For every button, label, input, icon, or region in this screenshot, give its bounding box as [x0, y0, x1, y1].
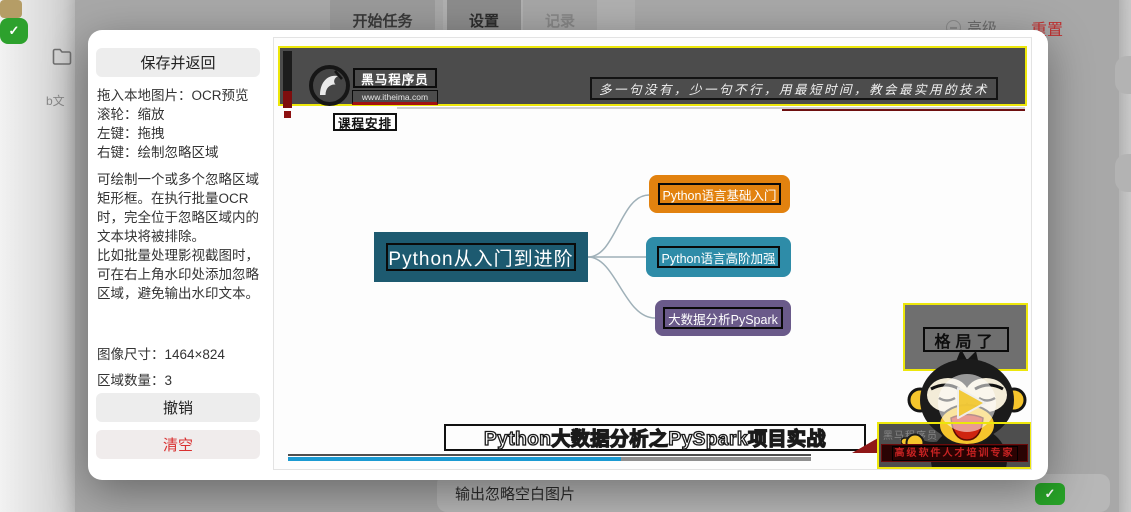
background-panel-fragment [1115, 56, 1131, 94]
hint-drag: 拖入本地图片：OCR预览 [97, 88, 249, 103]
progress-line [288, 454, 811, 456]
image-size-label: 图像尺寸： [97, 347, 165, 362]
ignore-region-description: 可绘制一个或多个忽略区域矩形框。在执行批量OCR时，完全位于忽略区域内的文本块将… [97, 172, 259, 301]
slide-accent-dot [284, 111, 291, 118]
mindmap-child-advanced-label: Python语言高阶加强 [656, 246, 781, 268]
ocr-preview-canvas[interactable]: 黑马程序员 www.itheima.com 多一句没有，少一句不行，用最短时间，… [273, 37, 1032, 470]
mindmap-child-advanced: Python语言高阶加强 [646, 237, 791, 277]
slogan-text: 多一句没有，少一句不行，用最短时间，教会最实用的技术 [590, 77, 998, 100]
sticker-text: 格局了 [923, 327, 1009, 352]
mindmap-root-node: Python从入门到进阶 [374, 232, 588, 282]
save-return-button[interactable]: 保存并返回 [96, 48, 260, 77]
red-corner-triangle [852, 438, 878, 453]
output-skip-blank-row: 输出忽略空白图片 ✓ [437, 474, 1110, 512]
hint-wheel: 滚轮：缩放 [97, 107, 165, 122]
region-count-label: 区域数量： [97, 373, 165, 388]
background-fragment [0, 0, 22, 18]
mindmap-child-pyspark-label: 大数据分析PySpark [663, 307, 783, 329]
region-count-row: 区域数量：3 [97, 369, 172, 389]
folder-icon[interactable] [52, 48, 72, 65]
header-divider [397, 107, 1025, 109]
undo-button[interactable]: 撤销 [96, 393, 260, 422]
background-panel-fragment [1115, 154, 1131, 192]
ocr-preview-modal: 保存并返回 拖入本地图片：OCR预览 滚轮：缩放 左键：拖拽 右键：绘制忽略区域… [88, 30, 1048, 480]
ignore-region-1[interactable]: 黑马程序员 www.itheima.com 多一句没有，少一句不行，用最短时间，… [278, 46, 1027, 111]
image-size-row: 图像尺寸：1464×824 [97, 343, 225, 363]
brand-name: 黑马程序员 [353, 68, 437, 88]
mindmap-child-pyspark: 大数据分析PySpark [655, 300, 791, 336]
slide-accent-bar-red [283, 91, 292, 108]
brand-url: www.itheima.com [352, 90, 438, 105]
footer-banner: 高级软件人才培训专家 [881, 444, 1028, 462]
mascot-monkey-icon [901, 349, 1027, 469]
itheima-logo-icon [309, 65, 350, 106]
region-count-value: 3 [164, 373, 173, 388]
output-skip-blank-toggle[interactable]: ✓ [1035, 483, 1065, 505]
progress-bar-gray [621, 457, 811, 461]
background-toggle-fragment: ✓ [0, 18, 28, 44]
hint-left-click: 左键：拖拽 [97, 126, 165, 141]
mindmap-child-basic: Python语言基础入门 [649, 175, 790, 213]
clear-button[interactable]: 清空 [96, 430, 260, 459]
section-label: 课程安排 [333, 113, 397, 131]
slide-title-box: Python大数据分析之PySpark项目实战 [444, 424, 866, 451]
progress-bar-blue [288, 457, 621, 461]
footer-banner-text: 高级软件人才培训专家 [891, 445, 1018, 461]
slide-accent-bar [283, 51, 292, 91]
usage-hints: 拖入本地图片：OCR预览 滚轮：缩放 左键：拖拽 右键：绘制忽略区域 [97, 86, 249, 162]
mindmap-child-basic-label: Python语言基础入门 [657, 183, 782, 205]
mindmap-root-label: Python从入门到进阶 [386, 243, 576, 271]
output-skip-blank-label: 输出忽略空白图片 [455, 486, 576, 503]
modal-side-panel: 保存并返回 拖入本地图片：OCR预览 滚轮：缩放 左键：拖拽 右键：绘制忽略区域… [88, 30, 272, 480]
header-red-divider [782, 109, 1025, 111]
hint-right-click: 右键：绘制忽略区域 [97, 145, 219, 160]
file-list-item: b文 [46, 94, 65, 108]
slide-title: Python大数据分析之PySpark项目实战 [483, 428, 826, 450]
image-size-value: 1464×824 [164, 347, 225, 362]
